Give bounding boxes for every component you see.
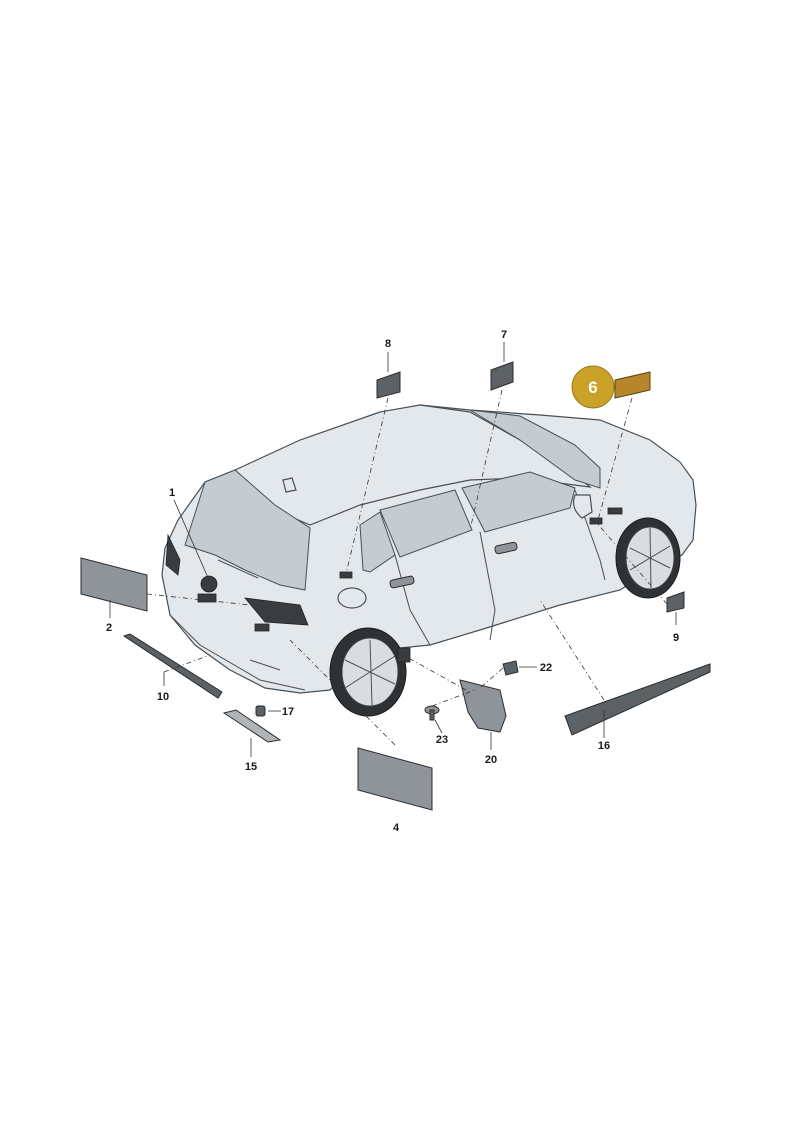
part-16-sill-strip xyxy=(564,663,711,736)
callout-17[interactable]: 17 xyxy=(282,706,294,718)
callouts: 1 2 4 6 7 8 9 10 15 16 17 20 22 23 xyxy=(106,329,679,834)
callout-9[interactable]: 9 xyxy=(673,632,679,644)
part-17-clip xyxy=(255,705,266,717)
rear-badge-icon xyxy=(200,575,218,593)
part-8-badge xyxy=(376,371,401,399)
callout-7[interactable]: 7 xyxy=(501,329,507,341)
car-illustration xyxy=(161,404,697,717)
callout-20[interactable]: 20 xyxy=(485,754,497,766)
callout-6[interactable]: 6 xyxy=(588,378,597,397)
part-15-reflector-frame xyxy=(222,709,282,743)
callout-22[interactable]: 22 xyxy=(540,662,552,674)
part-2-plate xyxy=(80,557,148,612)
callout-23[interactable]: 23 xyxy=(436,734,448,746)
callout-15[interactable]: 15 xyxy=(245,761,257,773)
callout-16[interactable]: 16 xyxy=(598,740,610,752)
callout-8[interactable]: 8 xyxy=(385,338,391,350)
callout-10[interactable]: 10 xyxy=(157,691,169,703)
part-22-plug xyxy=(502,660,519,676)
part-20-mud-flap xyxy=(459,679,507,733)
part-7-badge xyxy=(490,361,514,391)
callout-2[interactable]: 2 xyxy=(106,622,112,634)
parts xyxy=(80,361,711,811)
callout-4[interactable]: 4 xyxy=(393,822,400,834)
part-23-screw xyxy=(424,705,440,721)
leader-lines xyxy=(109,342,677,757)
part-9-badge xyxy=(666,591,685,613)
part-6-badge xyxy=(614,371,651,399)
callout-6-highlight[interactable]: 6 xyxy=(571,365,615,409)
part-4-plate xyxy=(357,747,433,811)
callout-1[interactable]: 1 xyxy=(169,487,175,499)
part-10-trim-strip xyxy=(122,633,223,699)
